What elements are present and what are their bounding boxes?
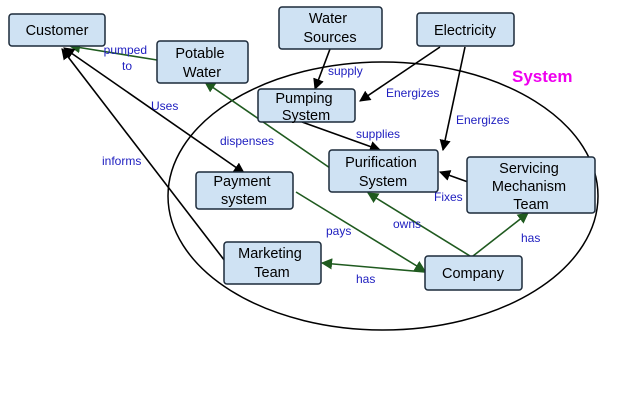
- edge-dispenses: [204, 81, 331, 169]
- svg-text:Purification System: Purification System: [345, 155, 421, 190]
- system-label: System: [512, 67, 572, 86]
- svg-text:Customer: Customer: [26, 23, 89, 39]
- edge-pays: [295, 191, 426, 272]
- edge-label-has-servicing: has: [521, 231, 540, 245]
- edge-supplies: [301, 121, 382, 152]
- node-marketing-team[interactable]: Marketing Team: [223, 241, 322, 285]
- edge-label-energizes-pumping: Energizes: [386, 86, 439, 100]
- edge-label-pumped-to: pumped to: [104, 43, 151, 73]
- edge-label-pays: pays: [326, 224, 351, 238]
- svg-text:Company: Company: [442, 266, 505, 282]
- edge-uses: [63, 47, 245, 174]
- edge-label-supply: supply: [328, 64, 363, 78]
- edge-label-dispenses: dispenses: [220, 134, 274, 148]
- edges: [61, 42, 529, 273]
- edge-label-supplies: supplies: [356, 127, 400, 141]
- node-purification-system[interactable]: Purification System: [328, 149, 439, 193]
- system-boundary: [167, 61, 599, 331]
- edge-label-has-marketing: has: [356, 272, 375, 286]
- edge-label-energizes-purification: Energizes: [456, 113, 509, 127]
- edge-energizes-purification: [439, 46, 466, 152]
- edge-label-owns: owns: [393, 217, 421, 231]
- edge-has-servicing: [472, 212, 529, 257]
- svg-text:Potable Water: Potable Water: [175, 46, 228, 81]
- edge-energizes-pumping: [359, 46, 441, 102]
- edge-label-informs: informs: [102, 154, 141, 168]
- svg-text:Pumping System: Pumping System: [275, 91, 336, 124]
- svg-text:Servicing Mechanism: Servicing Mechanism Team: [492, 161, 570, 213]
- svg-text:Water Sources: Water Sources: [303, 11, 356, 46]
- svg-text:Electricity: Electricity: [434, 23, 497, 39]
- node-pumping-system[interactable]: Pumping System: [257, 88, 356, 124]
- edge-fixes: [438, 170, 469, 183]
- edge-informs: [61, 48, 229, 266]
- node-customer[interactable]: Customer: [8, 13, 106, 47]
- node-water-sources[interactable]: Water Sources: [278, 6, 383, 50]
- edge-has-marketing: [320, 258, 426, 273]
- edge-label-uses: Uses: [151, 99, 178, 113]
- edge-labels: pumped to Uses informs dispenses supply …: [102, 43, 540, 286]
- edge-supply: [313, 48, 331, 91]
- edge-owns: [367, 192, 471, 257]
- node-potable-water[interactable]: Potable Water: [156, 40, 249, 84]
- edge-label-fixes: Fixes: [434, 190, 463, 204]
- svg-text:Payment system: Payment system: [213, 174, 274, 208]
- node-payment-system[interactable]: Payment system: [195, 171, 294, 210]
- node-servicing-mechanism-team[interactable]: Servicing Mechanism Team: [466, 156, 596, 214]
- svg-text:Marketing Team: Marketing Team: [238, 246, 306, 281]
- node-company[interactable]: Company: [424, 255, 523, 291]
- node-electricity[interactable]: Electricity: [416, 12, 515, 47]
